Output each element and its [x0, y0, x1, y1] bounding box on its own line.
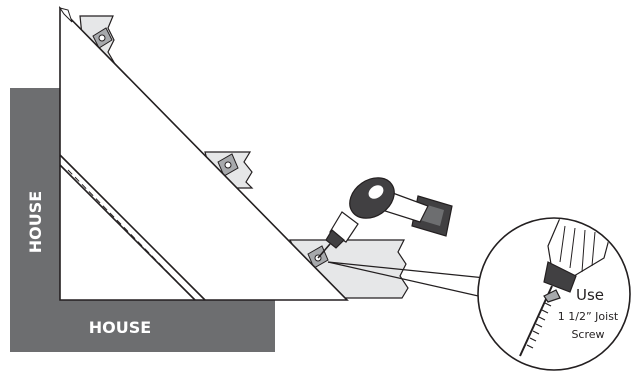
triangle-board	[58, 6, 349, 301]
house-wall: HOUSE HOUSE	[10, 88, 275, 352]
house-wall-shape	[10, 88, 275, 352]
house-label-horizontal: HOUSE	[89, 318, 151, 337]
house-label-vertical: HOUSE	[26, 191, 45, 253]
callout-leader	[327, 261, 497, 301]
board-face	[59, 6, 349, 301]
bracket-icon	[92, 27, 113, 49]
callout-screw-line2: Screw	[571, 328, 604, 341]
screw-icon	[519, 285, 561, 357]
board-top-notch	[58, 7, 73, 23]
drill-bit	[317, 243, 331, 259]
board-inner-edge-2	[59, 164, 196, 301]
screw-callout: Use 1 1/2” Joist Screw	[477, 217, 631, 371]
drill-icon	[317, 177, 453, 259]
callout-leader-2	[327, 261, 506, 281]
callout-screw-line1: 1 1/2” Joist	[558, 310, 619, 323]
bracket-icon	[217, 153, 239, 177]
board-inner-edge	[59, 154, 206, 301]
board-inner-seam	[67, 169, 191, 296]
callout-use-label: Use	[576, 286, 604, 304]
